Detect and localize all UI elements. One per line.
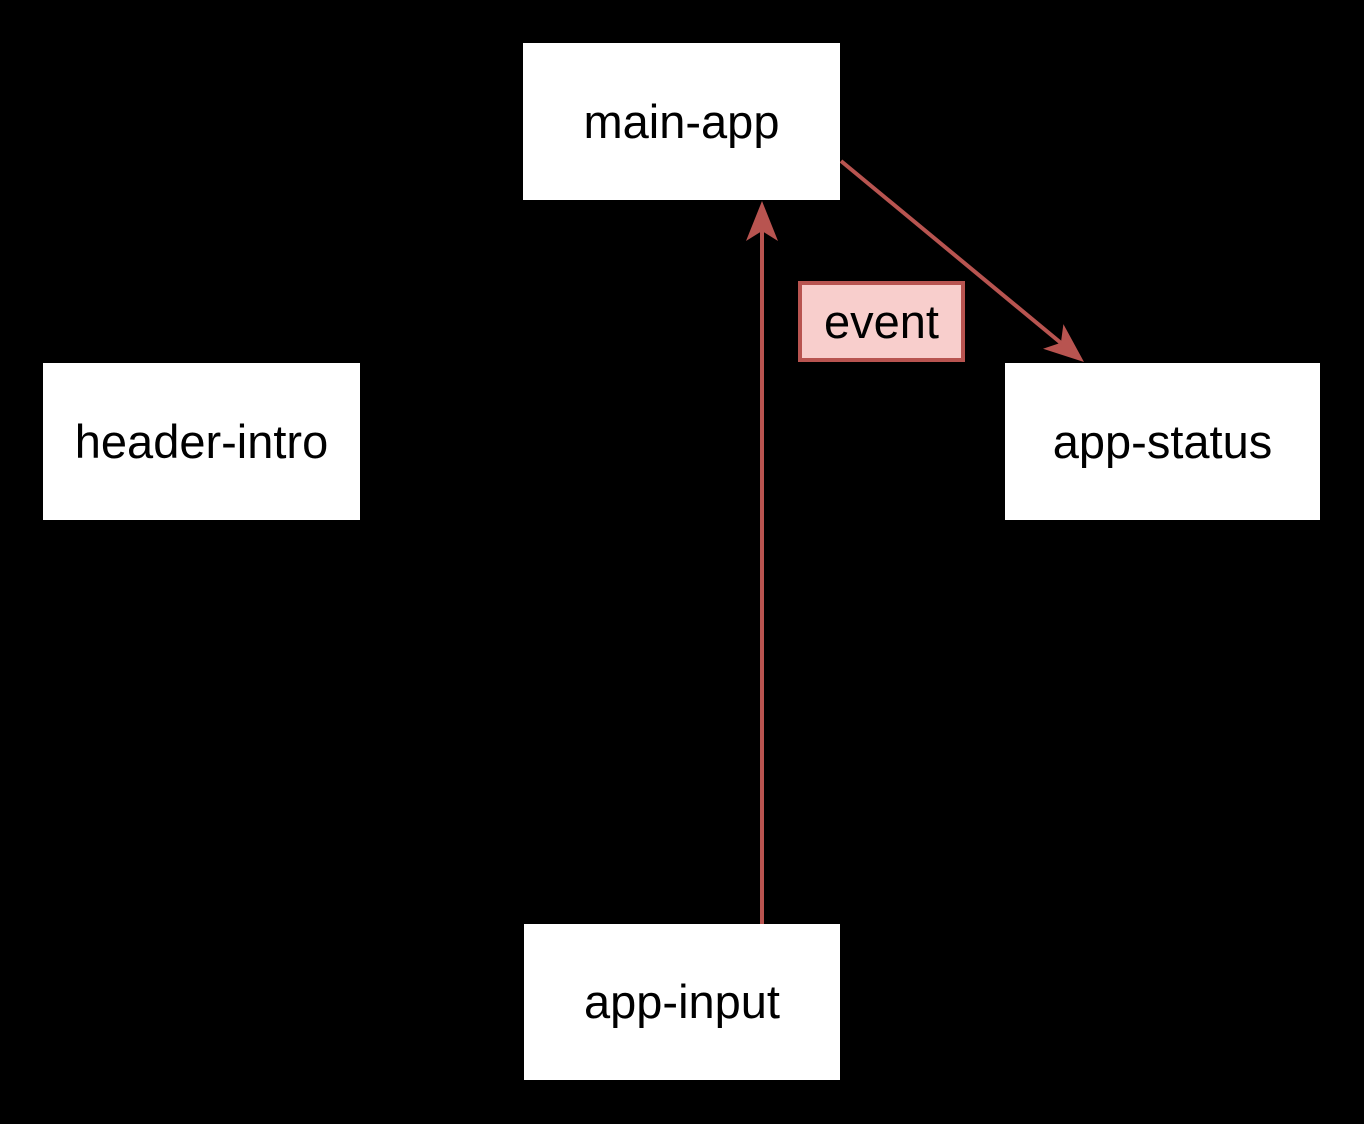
node-header-intro-label: header-intro bbox=[74, 414, 329, 468]
node-app-status-label: app-status bbox=[1052, 414, 1273, 468]
node-main-app[interactable]: main-app bbox=[523, 43, 840, 200]
edge-label-event[interactable]: event bbox=[798, 281, 965, 362]
edge-label-event-text: event bbox=[824, 295, 939, 348]
edge-main-app-to-app-status[interactable] bbox=[839, 159, 1084, 362]
node-header-intro[interactable]: header-intro bbox=[43, 363, 360, 520]
arrowhead-main-app bbox=[746, 201, 778, 241]
node-app-input[interactable]: app-input bbox=[524, 924, 840, 1080]
arrowhead-app-status bbox=[1043, 324, 1084, 362]
node-app-input-label: app-input bbox=[584, 975, 780, 1029]
edge-app-input-to-main-app[interactable] bbox=[746, 201, 778, 924]
node-app-status[interactable]: app-status bbox=[1005, 363, 1320, 520]
node-main-app-label: main-app bbox=[583, 94, 780, 148]
